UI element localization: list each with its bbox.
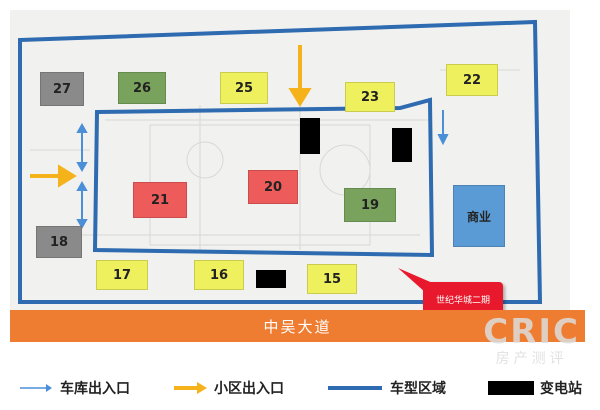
legend-label: 车库出入口 xyxy=(60,381,130,397)
substation-swatch-icon xyxy=(488,381,534,395)
building-17: 17 xyxy=(96,260,148,290)
building-21: 21 xyxy=(133,182,187,218)
commercial-block: 商业 xyxy=(453,185,505,247)
thick-arrow-icon xyxy=(174,382,207,394)
building-16: 16 xyxy=(194,260,244,290)
legend-substation: 变电站 xyxy=(488,378,582,398)
legend-label: 小区出入口 xyxy=(214,381,284,397)
legend-label: 变电站 xyxy=(540,381,582,397)
outer-boundary xyxy=(18,19,543,304)
legend: 车库出入口 小区出入口 车型区域 变电站 xyxy=(0,372,600,402)
cric-watermark: CRIC 房产测评 xyxy=(483,312,580,368)
building-23: 23 xyxy=(345,82,395,112)
substation-block xyxy=(300,118,320,154)
legend-garage-entrance: 车库出入口 xyxy=(18,378,130,398)
building-15: 15 xyxy=(307,264,357,294)
building-20: 20 xyxy=(248,170,298,204)
building-22: 22 xyxy=(446,64,498,96)
legend-label: 车型区域 xyxy=(390,381,446,397)
main-road: 中吴大道 xyxy=(10,310,585,342)
boundary-line-icon xyxy=(328,386,382,390)
legend-phase-area: 车型区域 xyxy=(326,378,446,398)
legend-community-entrance: 小区出入口 xyxy=(172,378,284,398)
substation-block xyxy=(392,128,412,162)
watermark-en: CRIC xyxy=(483,312,580,352)
building-26: 26 xyxy=(118,72,166,104)
building-25: 25 xyxy=(220,72,268,104)
building-18: 18 xyxy=(36,226,82,258)
building-27: 27 xyxy=(40,72,84,106)
thin-arrow-icon xyxy=(20,384,52,392)
watermark-cn: 房产测评 xyxy=(495,351,568,367)
building-19: 19 xyxy=(344,188,396,222)
substation-block xyxy=(256,270,286,288)
